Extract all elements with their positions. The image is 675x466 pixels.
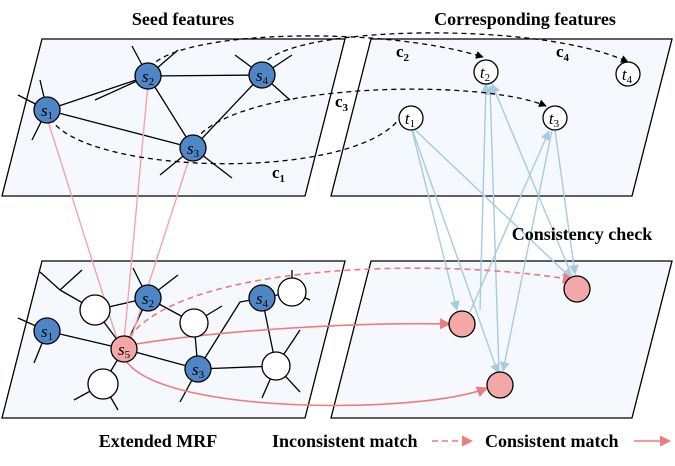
consistency-check-title: Consistency check [512,224,653,244]
unlabeled-node [87,368,119,400]
svg-text:t4: t4 [622,65,633,86]
c1-label: c1 [272,163,285,185]
node-s2-extended: s2 [134,284,162,312]
node-s5: s5 [110,335,138,363]
consistent-match-edge-1 [129,318,452,346]
unlabeled-node [261,351,291,381]
inconsistent-match-edge [123,267,575,346]
extended-mrf-title: Extended MRF [99,431,218,451]
match-candidate-node [486,371,514,399]
svg-text:s1: s1 [41,322,53,343]
match-candidate-node [448,310,476,338]
svg-text:s2: s2 [142,67,154,88]
correspondence-edges [410,83,579,374]
target-plane [330,260,673,419]
svg-text:s3: s3 [187,139,200,160]
c3-curve [194,88,547,141]
svg-text:t1: t1 [405,109,415,130]
consistent-match-legend-label: Consistent match [485,431,619,451]
node-s2: s2 [134,62,162,90]
c4-label: c4 [556,42,570,64]
c4-curve [261,32,629,68]
unlabeled-node [179,308,209,338]
svg-text:s4: s4 [256,289,269,310]
svg-text:t3: t3 [549,109,560,130]
node-s1-extended: s1 [33,317,61,345]
seed-graph-edges [17,45,293,179]
consistent-match-edge-2 [123,356,489,407]
corresponding-plane [330,38,673,197]
svg-text:s4: s4 [256,66,269,87]
inconsistent-match-legend-label: Inconsistent match [272,431,418,451]
unlabeled-node [277,277,307,307]
constraint-curves [46,32,629,165]
node-t1: t1 [398,105,424,131]
node-s1: s1 [33,96,61,124]
node-t4: t4 [615,61,641,87]
svg-text:s1: s1 [41,101,53,122]
c2-label: c2 [396,42,410,64]
node-s4: s4 [248,61,276,89]
node-t2: t2 [473,59,499,85]
candidate-match-nodes [448,275,591,399]
seed-features-title: Seed features [132,9,234,29]
node-s3: s3 [179,134,207,162]
svg-text:t2: t2 [480,63,490,84]
node-s3-extended: s3 [184,355,212,383]
node-s4-extended: s4 [248,284,276,312]
svg-text:s2: s2 [142,289,154,310]
match-candidate-node [563,275,591,303]
c1-curve [46,109,401,165]
c3-label: c3 [335,92,349,114]
unlabeled-node [79,294,111,326]
svg-text:s5: s5 [118,340,131,361]
corresponding-nodes: t1 t2 t3 t4 [398,59,641,131]
node-t3: t3 [542,105,568,131]
svg-text:s3: s3 [192,360,205,381]
seed-nodes: s1 s2 s3 s4 [33,61,276,162]
extended-nodes: s1 s2 s3 s4 s5 [33,277,307,400]
corresponding-features-title: Corresponding features [434,9,616,29]
match-edges [123,267,575,407]
